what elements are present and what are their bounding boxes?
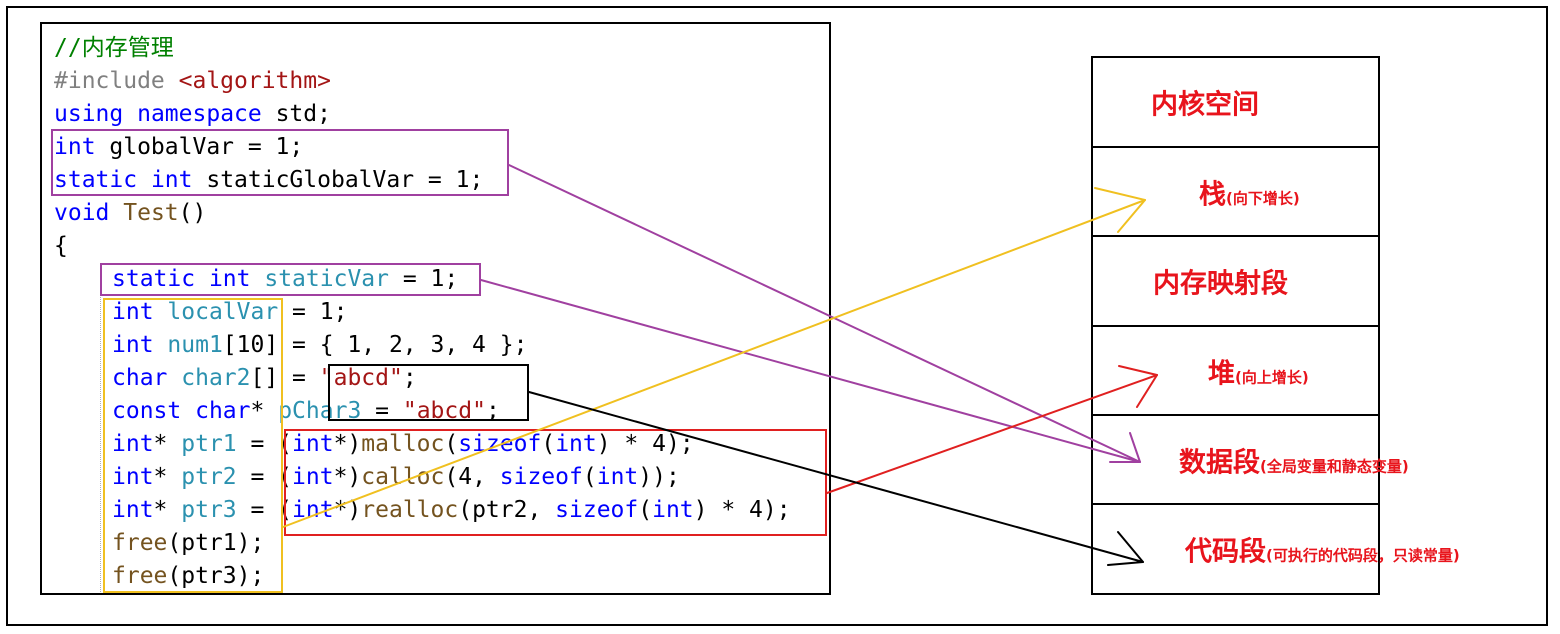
- code-token: globalVar = 1;: [95, 134, 304, 160]
- segment-note: (全局变量和静态变量): [1260, 457, 1409, 475]
- code-token: *: [153, 431, 182, 457]
- segment-note: (向上增长): [1235, 368, 1309, 386]
- code-token: (ptr1);: [167, 530, 265, 556]
- local-vars-highlight: [103, 298, 283, 593]
- code-token: char: [195, 398, 251, 424]
- segment-kernel-space: 内核空间: [1093, 58, 1378, 148]
- code-token: *: [153, 464, 182, 490]
- code-token: <algorithm>: [178, 68, 331, 94]
- segment-label: 内存映射段: [1153, 268, 1288, 300]
- code-token: int: [112, 332, 154, 358]
- segment-stack: 栈(向下增长): [1093, 148, 1378, 237]
- indent-guide: [100, 276, 101, 593]
- code-token: [109, 200, 123, 226]
- outer-frame: [6, 6, 1548, 626]
- code-line: //内存管理: [54, 32, 174, 65]
- code-token: ptr3: [181, 497, 237, 523]
- segment-data: 数据段(全局变量和静态变量): [1093, 416, 1409, 505]
- segment-label: 数据段: [1179, 447, 1260, 478]
- code-token: localVar: [167, 299, 279, 325]
- code-token: int: [150, 167, 193, 193]
- code-line: #include <algorithm>: [54, 65, 331, 98]
- code-token: staticGlobalVar = 1;: [192, 167, 484, 193]
- code-token: int: [112, 497, 154, 523]
- code-token: static: [112, 266, 196, 292]
- code-token: namespace: [137, 101, 262, 127]
- segment-code: 代码段(可执行的代码段，只读常量): [1093, 505, 1460, 593]
- code-token: num1: [167, 332, 223, 358]
- code-token: static: [54, 167, 138, 193]
- code-token: free: [112, 530, 168, 556]
- segment-note: (向下增长): [1226, 189, 1300, 207]
- code-token: #include: [54, 68, 179, 94]
- code-token: = 1;: [278, 299, 348, 325]
- segment-mmap: 内存映射段: [1093, 237, 1378, 327]
- code-token: using: [54, 101, 124, 127]
- code-token: int: [54, 134, 96, 160]
- segment-label: 堆: [1208, 358, 1235, 389]
- code-token: Test: [123, 200, 179, 226]
- code-token: std;: [261, 101, 331, 127]
- code-token: char2: [181, 365, 251, 391]
- code-token: int: [112, 299, 154, 325]
- code-token: (ptr3);: [167, 563, 265, 589]
- code-line: int globalVar = 1;: [54, 131, 303, 164]
- code-line: void Test(): [54, 197, 206, 230]
- code-token: //内存管理: [54, 35, 174, 61]
- code-line: free(ptr1);: [112, 527, 264, 560]
- string-literal-highlight: [328, 364, 529, 421]
- code-line: using namespace std;: [54, 98, 331, 131]
- global-vars-highlight: [51, 129, 509, 196]
- code-token: *: [250, 398, 279, 424]
- code-token: [123, 101, 137, 127]
- code-token: free: [112, 563, 168, 589]
- code-token: ptr1: [181, 431, 237, 457]
- code-line: {: [54, 230, 68, 263]
- code-token: {: [54, 233, 68, 259]
- segment-label: 代码段: [1185, 536, 1266, 568]
- code-token: ptr2: [181, 464, 237, 490]
- code-token: (): [178, 200, 207, 226]
- code-token: char: [112, 365, 168, 391]
- memory-layout: 内核空间 栈(向下增长) 内存映射段 堆(向上增长) 数据段(全局变量和静态变量…: [1091, 56, 1460, 595]
- code-line: free(ptr3);: [112, 560, 264, 593]
- static-var-highlight: [100, 263, 481, 296]
- code-token: void: [54, 200, 110, 226]
- segment-label: 内核空间: [1151, 89, 1259, 121]
- segment-heap: 堆(向上增长): [1093, 327, 1378, 416]
- code-token: int: [208, 266, 251, 292]
- code-token: int: [112, 431, 154, 457]
- code-token: const: [112, 398, 182, 424]
- code-line: static int staticGlobalVar = 1;: [54, 164, 483, 197]
- code-token: *: [153, 497, 182, 523]
- segment-note: (可执行的代码段，只读常量): [1266, 546, 1460, 565]
- code-token: int: [112, 464, 154, 490]
- heap-alloc-highlight: [284, 429, 827, 536]
- segment-label: 栈: [1199, 179, 1226, 210]
